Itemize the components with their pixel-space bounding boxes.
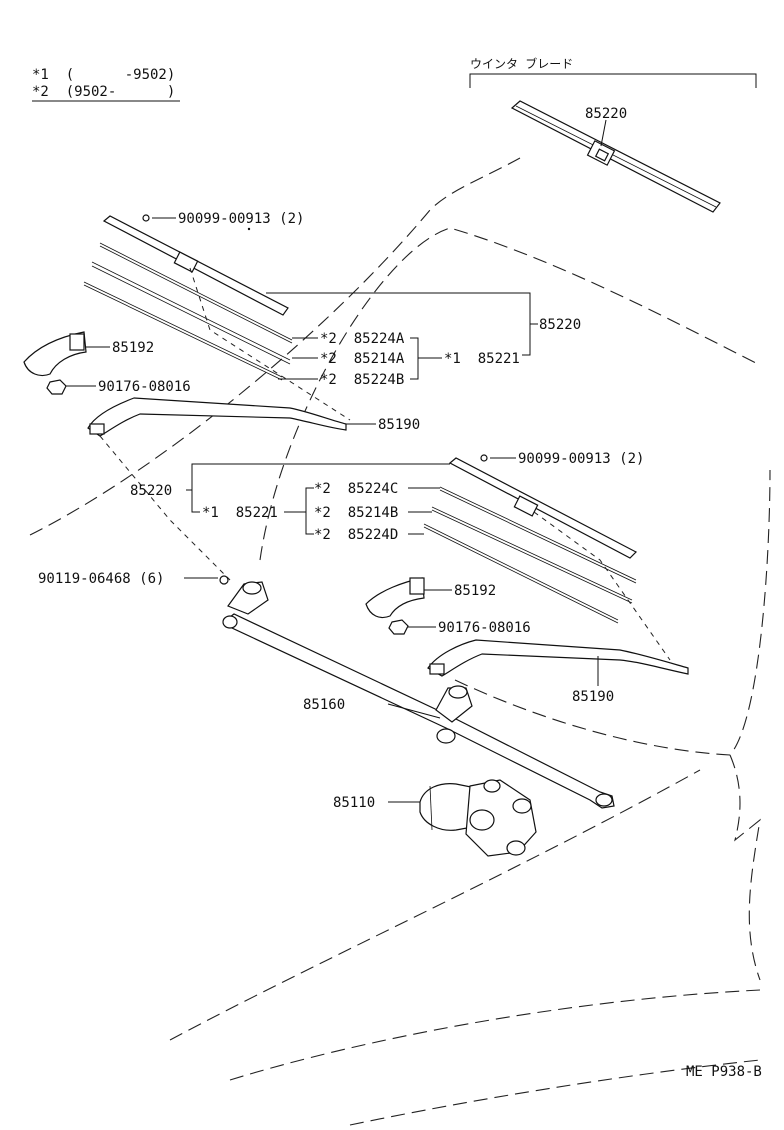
legend-note-1: *1 ( -9502) xyxy=(32,67,175,83)
upper-blade-assembly-icon xyxy=(83,214,293,381)
windshield-outline xyxy=(29,157,771,1126)
lower-bolt-label: 90099-00913 (2) xyxy=(518,451,644,467)
lower-nut-label: 90176-08016 xyxy=(438,620,531,636)
lower-nut-icon xyxy=(388,619,409,635)
upper-blade-sub-label: *1 85221 xyxy=(444,351,520,367)
winter-blade-bracket xyxy=(469,73,757,88)
motor-label: 85110 xyxy=(333,795,375,811)
legend-note-2: *2 (9502- ) xyxy=(32,84,175,100)
link-leader xyxy=(387,703,441,719)
figure-code: ME P938-B xyxy=(686,1064,762,1080)
wiper-motor-icon xyxy=(419,779,537,857)
lower-blade-assembly-icon xyxy=(423,454,638,624)
upper-rubber-a-label: *2 85214A xyxy=(320,351,405,367)
upper-arm-label: 85190 xyxy=(378,417,420,433)
winter-blade-icon xyxy=(510,100,721,213)
upper-refill-bracket xyxy=(410,337,419,380)
lower-blade-sub-label: *1 85221 xyxy=(202,505,278,521)
upper-refill-a-label: *2 85224A xyxy=(320,331,405,347)
left-pivot-icon xyxy=(219,575,269,615)
upper-blade-dash-link xyxy=(189,267,351,421)
lower-cover-label: 85192 xyxy=(454,583,496,599)
lower-arm-label: 85190 xyxy=(572,689,614,705)
lower-refill-c-label: *2 85224C xyxy=(314,481,398,497)
upper-cover-label: 85192 xyxy=(112,340,154,356)
drive-bolt-label: 90119-06468 (6) xyxy=(38,571,164,587)
lower-blade-bracket xyxy=(191,463,450,513)
lower-refill-bracket xyxy=(305,487,314,535)
lower-rubber-b-label: *2 85214B xyxy=(314,505,398,521)
upper-refill-b-label: *2 85224B xyxy=(320,372,404,388)
lower-cover-icon xyxy=(365,577,425,619)
wiper-link-icon xyxy=(222,613,615,809)
upper-cover-icon xyxy=(23,331,87,377)
link-label: 85160 xyxy=(303,697,345,713)
lower-arm-icon xyxy=(427,639,689,677)
upper-bolt-dot xyxy=(247,227,251,231)
upper-arm-icon xyxy=(87,397,347,437)
upper-nut-label: 90176-08016 xyxy=(98,379,191,395)
upper-blade-assy-label: 85220 xyxy=(539,317,581,333)
winter-blade-leader xyxy=(600,119,607,147)
winter-blade-part: 85220 xyxy=(585,106,627,122)
right-pivot-icon xyxy=(435,685,473,744)
upper-bolt-label: 90099-00913 (2) xyxy=(178,211,304,227)
lower-blade-assy-label: 85220 xyxy=(130,483,172,499)
lower-blade-dash-link xyxy=(533,511,671,661)
upper-nut-icon xyxy=(46,379,67,395)
winter-blade-title: ウインタ ブレード xyxy=(470,56,573,71)
lower-refill-d-label: *2 85224D xyxy=(314,527,398,543)
